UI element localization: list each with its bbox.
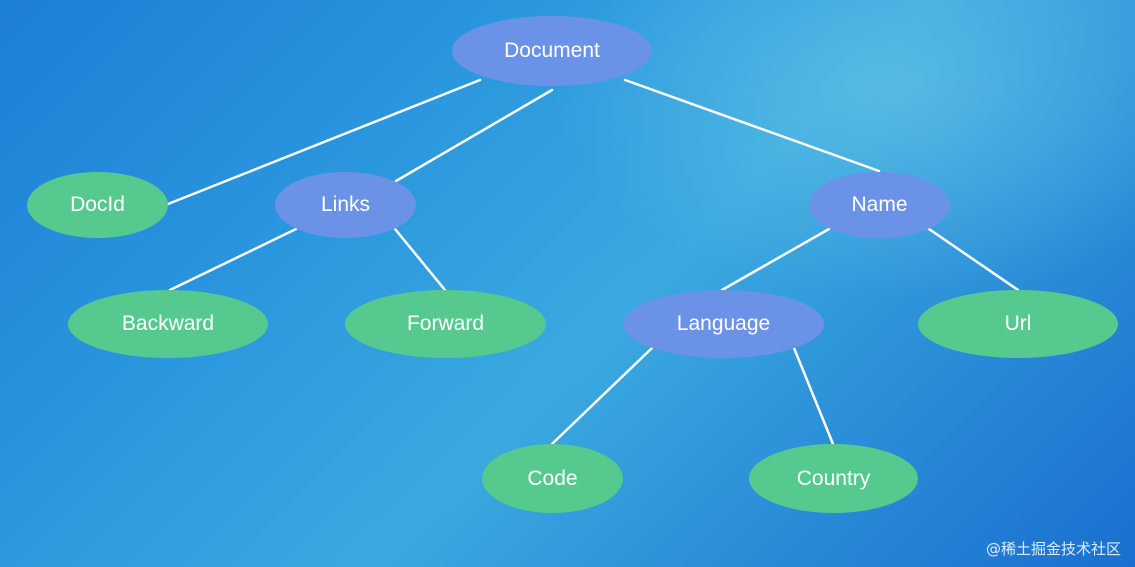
node-forward: Forward xyxy=(345,290,546,358)
node-url: Url xyxy=(918,290,1118,358)
edge-document-docid xyxy=(166,78,482,206)
edge-document-name xyxy=(623,78,881,173)
node-language: Language xyxy=(623,290,824,358)
edge-language-country xyxy=(792,346,835,446)
node-country: Country xyxy=(749,444,918,513)
node-docid: DocId xyxy=(27,172,168,238)
edge-name-url xyxy=(927,227,1020,292)
node-backward: Backward xyxy=(68,290,268,358)
edge-links-backward xyxy=(168,227,298,292)
edge-document-links xyxy=(394,88,554,183)
watermark-text: @稀土掘金技术社区 xyxy=(985,540,1121,558)
node-links: Links xyxy=(275,172,416,238)
node-name: Name xyxy=(809,172,950,238)
edge-name-language xyxy=(720,227,831,292)
edge-links-forward xyxy=(393,227,447,292)
edge-language-code xyxy=(550,346,654,446)
node-code: Code xyxy=(482,444,623,513)
node-document: Document xyxy=(452,16,652,86)
